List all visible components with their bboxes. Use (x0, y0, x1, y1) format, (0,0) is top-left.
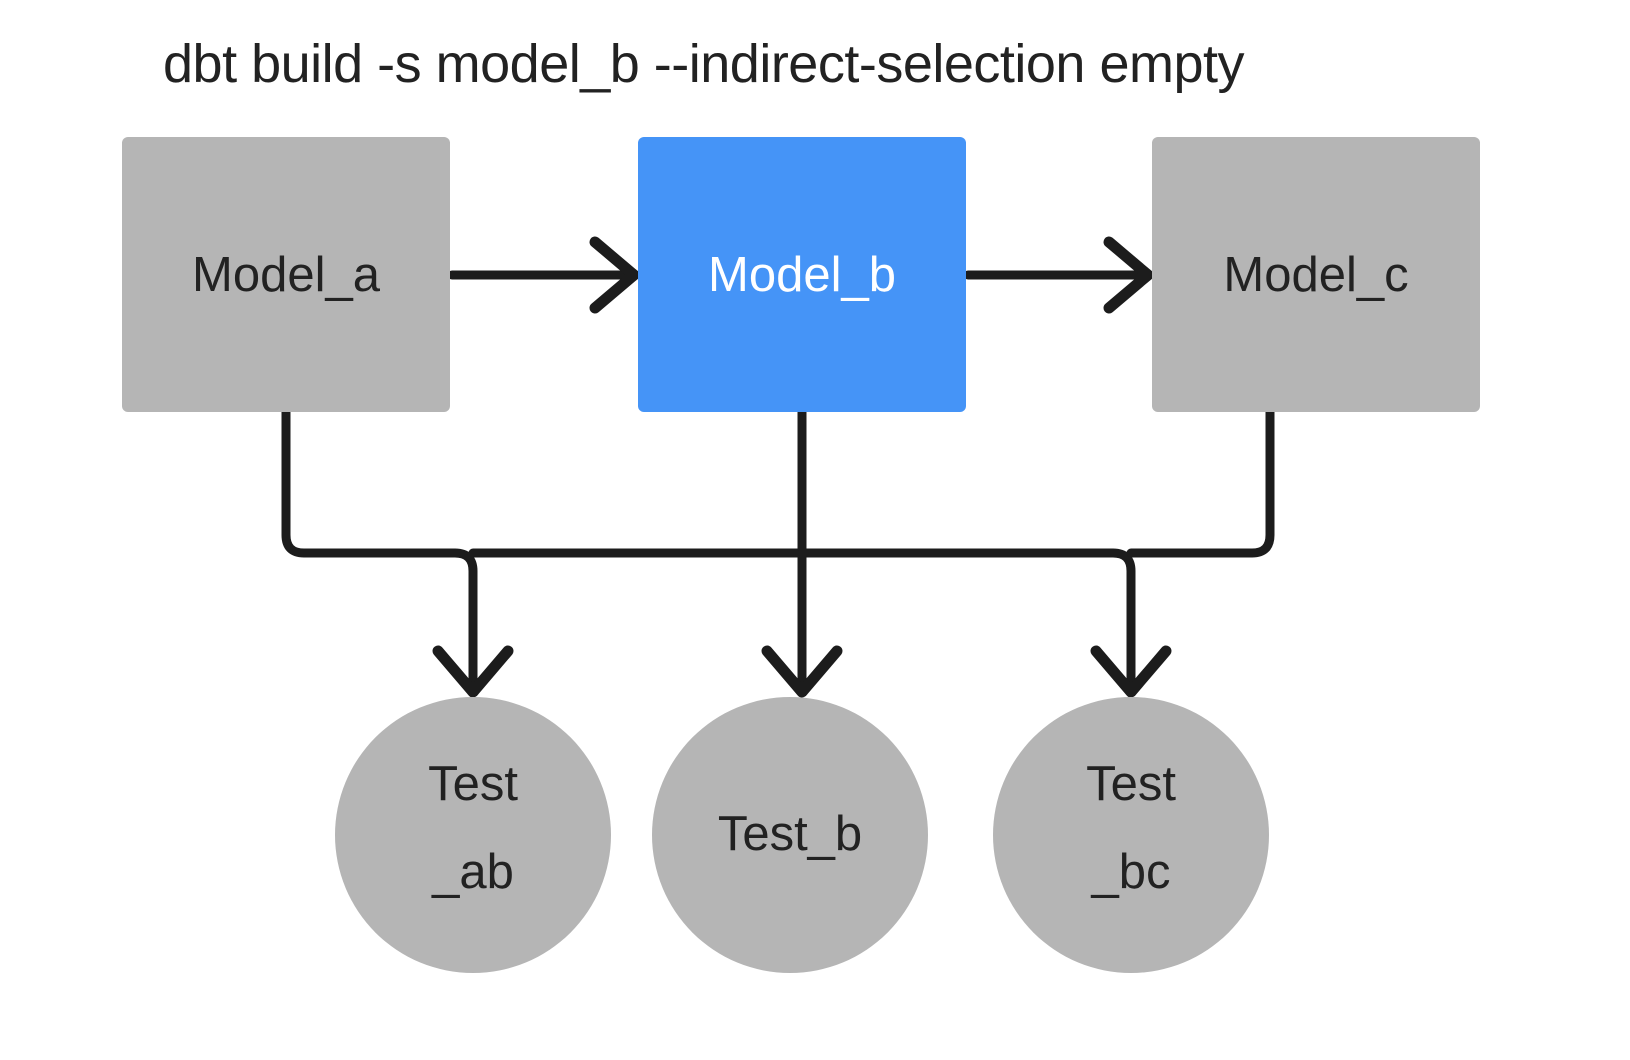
node-model_b-label: Model_b (708, 248, 896, 302)
arrowhead-test_b (761, 645, 843, 698)
node-test_b[interactable]: Test_b (652, 697, 928, 973)
edge-model_c-test_bc (1126, 407, 1275, 558)
node-test_ab-label-line1: Test (428, 757, 518, 811)
node-test_b-label-line1: Test_b (718, 807, 862, 861)
node-model_c-label: Model_c (1223, 248, 1408, 302)
edge-model_a-model_b (447, 236, 640, 314)
node-model_c[interactable]: Model_c (1152, 137, 1480, 412)
arrowhead-test_ab (432, 645, 514, 698)
diagram-title: dbt build -s model_b --indirect-selectio… (163, 34, 1244, 94)
node-model_a-shape[interactable] (122, 137, 450, 412)
node-model_a-label: Model_a (192, 248, 381, 302)
node-model_b-shape[interactable] (638, 137, 966, 412)
arrowhead-test_bc (1090, 645, 1172, 698)
node-test_ab-label-line2: _ab (431, 845, 514, 899)
node-model_c-shape[interactable] (1152, 137, 1480, 412)
node-model_a[interactable]: Model_a (122, 137, 450, 412)
edge-model_b-model_c (963, 236, 1154, 314)
node-test_bc-label-line2: _bc (1090, 845, 1170, 899)
node-test_bc-label-line1: Test (1086, 757, 1176, 811)
node-test_b-shape[interactable] (652, 697, 928, 973)
node-test_ab[interactable]: Test _ab (335, 697, 611, 973)
edge-model_b-test_bc (797, 548, 1136, 693)
node-test_ab-shape[interactable] (335, 697, 611, 973)
edge-model_a-test_ab (281, 407, 478, 693)
node-test_bc-shape[interactable] (993, 697, 1269, 973)
node-test_bc[interactable]: Test _bc (993, 697, 1269, 973)
node-model_b[interactable]: Model_b (638, 137, 966, 412)
